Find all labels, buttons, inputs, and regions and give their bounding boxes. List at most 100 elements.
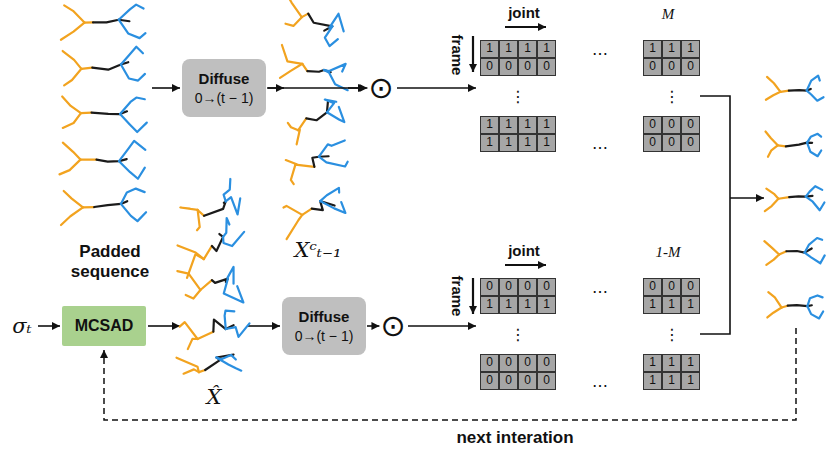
bone bbox=[287, 215, 303, 239]
skeleton bbox=[61, 5, 146, 40]
bone bbox=[778, 197, 789, 199]
skeleton bbox=[764, 238, 824, 265]
bone bbox=[298, 118, 306, 130]
bone bbox=[288, 123, 298, 130]
bone bbox=[120, 98, 145, 115]
mask-cell: 0 bbox=[681, 58, 700, 76]
skeleton bbox=[63, 47, 145, 86]
mask-cell: 0 bbox=[662, 134, 681, 152]
mask-cell: 0 bbox=[480, 278, 499, 296]
bone bbox=[324, 70, 348, 90]
mask-cell: 0 bbox=[518, 278, 537, 296]
bone bbox=[61, 23, 85, 40]
bone bbox=[805, 238, 823, 253]
mask-cell: 1 bbox=[681, 40, 700, 58]
bone bbox=[767, 77, 780, 92]
math-symbol: X̂ bbox=[207, 385, 222, 409]
ellipsis: … bbox=[592, 134, 608, 153]
bone bbox=[324, 64, 346, 72]
bone bbox=[286, 17, 302, 26]
skeleton bbox=[62, 96, 147, 132]
mask-cell: 0 bbox=[537, 354, 556, 372]
bone bbox=[63, 143, 81, 160]
bone bbox=[216, 357, 241, 370]
mask-cell: 0 bbox=[499, 58, 518, 76]
bone bbox=[200, 280, 212, 290]
node-text: Diffuse bbox=[199, 70, 250, 87]
node-text: ⊙ bbox=[380, 311, 405, 341]
axis-arrow bbox=[472, 278, 474, 314]
mask-cell: 1 bbox=[643, 40, 662, 58]
flow-arrow bbox=[38, 325, 60, 327]
axis-arrow bbox=[505, 26, 546, 28]
mask-cell: 0 bbox=[537, 372, 556, 390]
mask-cell: 1 bbox=[643, 296, 662, 314]
bone bbox=[119, 5, 144, 20]
mask-cell: 1 bbox=[662, 40, 681, 58]
bone bbox=[226, 197, 241, 214]
bone bbox=[212, 279, 228, 283]
mask-cell: 1 bbox=[643, 354, 662, 372]
skeleton bbox=[176, 355, 241, 374]
bone bbox=[225, 311, 235, 329]
skeleton bbox=[288, 100, 345, 145]
merge-line bbox=[700, 96, 730, 198]
mask-cell: 0 bbox=[643, 116, 662, 134]
mask-cell: 0 bbox=[643, 58, 662, 76]
bone bbox=[280, 64, 302, 78]
operator-symbol: ⊙ bbox=[368, 73, 393, 103]
bone bbox=[64, 191, 83, 207]
bone bbox=[806, 197, 825, 211]
flow-arrows bbox=[38, 88, 764, 326]
flow-arrow bbox=[148, 325, 180, 327]
bone bbox=[197, 210, 200, 230]
mask-cell: 1 bbox=[681, 296, 700, 314]
mask-cell: 1 bbox=[537, 134, 556, 152]
bone bbox=[291, 165, 296, 185]
axis-label: frame bbox=[449, 35, 466, 76]
mask-name: M bbox=[662, 6, 675, 23]
mask-cell: 0 bbox=[537, 58, 556, 76]
operator-symbol: ⊙ bbox=[380, 311, 405, 341]
axis-label: joint bbox=[508, 242, 540, 259]
node-text: MCSAD bbox=[75, 317, 134, 335]
bone bbox=[786, 248, 811, 252]
flow-arrow bbox=[248, 325, 280, 327]
mask-name: 1-M bbox=[656, 244, 681, 261]
bone bbox=[59, 160, 80, 175]
node-text: ⊙ bbox=[368, 73, 393, 103]
ellipsis: ⋮ bbox=[510, 325, 526, 344]
flow-arrow bbox=[408, 325, 476, 327]
connector-arrow bbox=[367, 325, 379, 327]
ellipsis: ⋮ bbox=[664, 87, 680, 106]
bone bbox=[764, 241, 779, 254]
mask-cell: 1 bbox=[480, 134, 499, 152]
bone bbox=[198, 332, 214, 339]
bone bbox=[213, 320, 233, 332]
skeleton bbox=[766, 76, 824, 101]
math-symbol: Xᶜₜ₋₁ bbox=[294, 238, 341, 262]
bone bbox=[766, 254, 779, 264]
bone bbox=[226, 323, 250, 337]
bone bbox=[119, 141, 145, 161]
bone bbox=[120, 114, 147, 132]
bone bbox=[81, 68, 92, 69]
skeleton bbox=[286, 140, 348, 184]
bone bbox=[121, 204, 146, 221]
connector-arrow bbox=[267, 87, 367, 89]
bone bbox=[121, 47, 143, 65]
bone bbox=[306, 102, 328, 121]
bone bbox=[807, 143, 821, 157]
bone bbox=[319, 157, 348, 167]
bone bbox=[325, 100, 336, 113]
ellipsis: … bbox=[592, 278, 608, 297]
mask-cell: 0 bbox=[681, 116, 700, 134]
mask-cell: 1 bbox=[499, 116, 518, 134]
mask-cell: 1 bbox=[537, 116, 556, 134]
mask-cell: 0 bbox=[662, 116, 681, 134]
mask-cell: 1 bbox=[518, 296, 537, 314]
bone bbox=[319, 140, 345, 156]
mask-cell: 0 bbox=[518, 354, 537, 372]
mask-cell: 1 bbox=[662, 296, 681, 314]
